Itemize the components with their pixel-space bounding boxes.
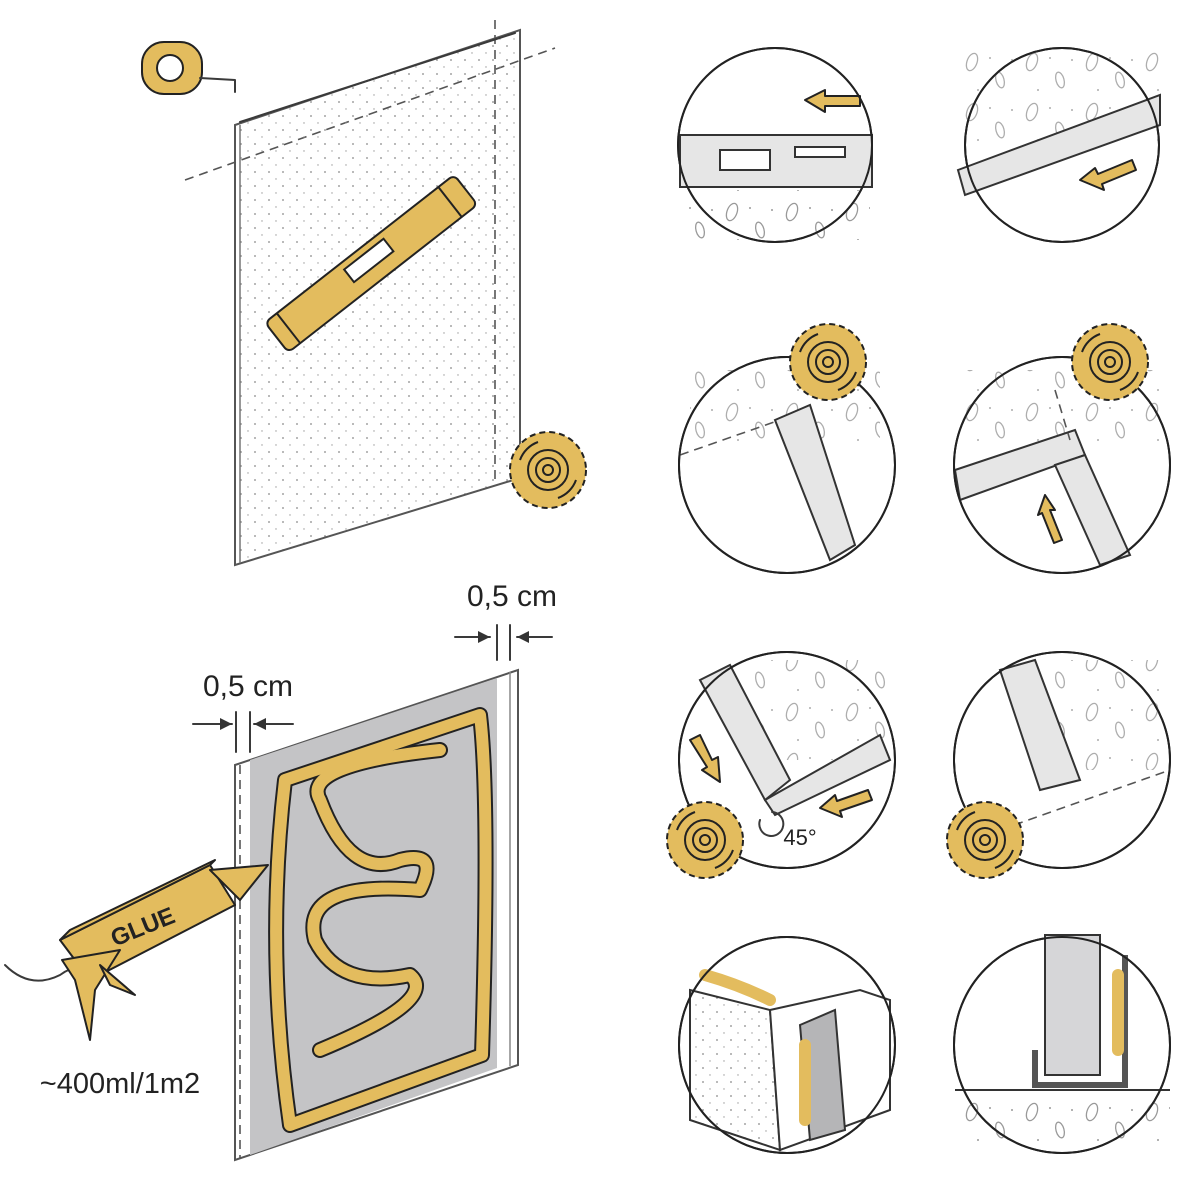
gap-left-label: 0,5 cm [203,670,293,703]
coverage-label: ~400ml/1m2 [40,1068,200,1100]
gap-right-label: 0,5 cm [467,580,557,613]
glue-beads [268,707,494,1133]
tape-measure-icon [141,41,236,95]
detail-edge-profile-1 [678,936,896,1154]
panel-leveling-step [141,20,587,567]
detail-corner-cut-1 [678,323,896,574]
angle-label: 45° [783,825,816,850]
arrow-icon [689,734,721,783]
saw-blade-icon [946,801,1024,879]
arrow-icon [1079,159,1137,191]
arrow-icon [819,789,873,818]
panel-glue-step: 0,5 cm 0,5 cm GLUE ~400ml/1m2 [4,580,557,1162]
arrow-icon [804,89,861,113]
detail-corner-join-1 [953,323,1171,574]
arrow-icon [1037,494,1063,544]
detail-corner-join-2 [946,651,1171,879]
saw-blade-icon [509,431,587,509]
detail-miter-cut: 45° [666,651,896,879]
saw-blade-icon [1071,323,1149,401]
detail-edge-profile-2 [953,934,1171,1154]
saw-blade-icon [789,323,867,401]
detail-tongue-groove-2 [956,47,1161,243]
glue-gun-icon: GLUE [4,859,269,1041]
saw-blade-icon [666,801,744,879]
spirit-level-icon [266,176,477,352]
detail-tongue-groove-1 [677,47,873,243]
